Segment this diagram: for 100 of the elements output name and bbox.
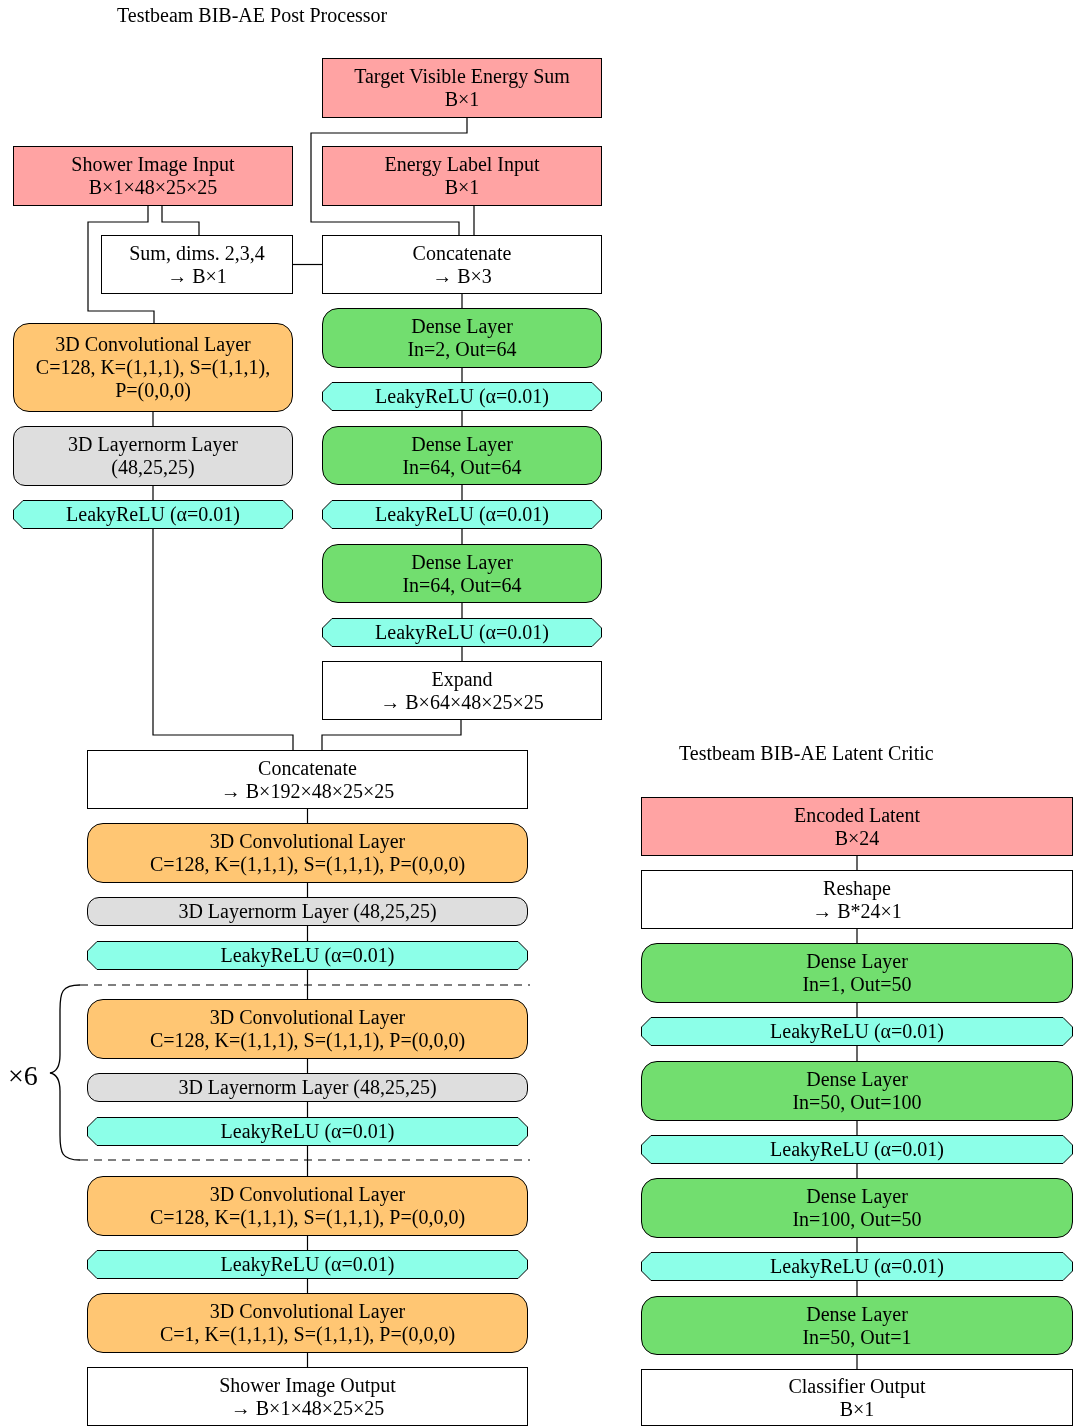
layer-label: → B×192×48×25×25 [219,779,396,803]
operation-box [641,870,1073,929]
input-box [322,146,602,206]
input-box [322,58,602,118]
layer-label: C=128, K=(1,1,1), S=(1,1,1), P=(0,0,0) [34,356,272,402]
connector-line [856,1120,858,1136]
connector-line [87,205,155,324]
layer-label: LeakyReLU (α=0.01) [374,503,550,526]
dense-layer-box [641,943,1073,1003]
connector-line [310,117,468,236]
layer-label: → B×1 [166,264,228,288]
convolution-layer-box [87,1176,528,1236]
connector-line [461,367,463,383]
layer-label: Expand [430,667,494,691]
convolution-layer-box [87,823,528,883]
layer-label: In=50, Out=1 [801,1325,913,1349]
layer-label: Energy Label Input [383,153,541,176]
dense-layer-box [641,1296,1073,1355]
layer-label: 3D Convolutional Layer [208,1006,407,1029]
connector-line [306,969,309,1000]
connector-line [306,1145,309,1177]
layer-label: LeakyReLU (α=0.01) [219,1253,396,1276]
section-label: Testbeam BIB-AE Latent Critic [679,741,934,766]
layer-label: LeakyReLU (α=0.01) [219,944,396,967]
layer-label: 3D Layernorm Layer (48,25,25) [177,900,438,923]
layer-label: B×24 [833,826,881,850]
layer-label: Dense Layer [410,432,514,456]
layer-label: In=50, Out=100 [791,1091,923,1114]
layer-label: 3D Layernorm Layer (48,25,25) [177,1076,438,1099]
connector-line [856,1045,858,1062]
layer-label: Dense Layer [410,550,514,574]
connector-line [461,602,463,619]
activation-layer-box [13,500,293,529]
connector-line [152,411,154,427]
activation-layer-box [87,1250,528,1279]
input-box [641,797,1073,856]
layer-label: 3D Convolutional Layer [208,1300,407,1323]
layer-label: C=128, K=(1,1,1), S=(1,1,1), P=(0,0,0) [148,853,467,876]
layer-label: LeakyReLU (α=0.01) [769,1255,945,1278]
layer-label: In=100, Out=50 [791,1208,923,1231]
layer-label: → B*24×1 [811,899,903,923]
operation-box [87,750,528,809]
layer-label: Sum, dims. 2,3,4 [128,241,266,265]
layer-label: LeakyReLU (α=0.01) [769,1020,945,1043]
layer-label: In=1, Out=50 [801,973,913,996]
layer-label: Encoded Latent [792,803,922,827]
layer-label: In=2, Out=64 [406,338,518,361]
repeat-count: ×6 [8,1059,38,1093]
connector-line [856,1002,858,1018]
layer-label: LeakyReLU (α=0.01) [219,1120,396,1143]
activation-layer-box [322,500,602,529]
layer-label: C=128, K=(1,1,1), S=(1,1,1), P=(0,0,0) [148,1029,467,1052]
layer-label: Classifier Output [787,1374,927,1398]
activation-layer-box [641,1252,1073,1281]
layer-label: → B×1×48×25×25 [229,1396,385,1420]
layernorm-layer-box [13,426,293,486]
connector-line [856,1237,858,1253]
layer-label: Shower Image Input [70,153,236,176]
layer-label: Dense Layer [805,1068,909,1091]
layer-label: 3D Convolutional Layer [208,1183,407,1206]
operation-box [322,235,602,294]
layer-label: LeakyReLU (α=0.01) [769,1138,945,1161]
activation-layer-box [641,1135,1073,1164]
connector-line [856,1280,858,1297]
section-label: Testbeam BIB-AE Post Processor [117,3,388,28]
dense-layer-box [322,544,602,603]
connector-line [856,855,858,871]
connector-line [152,528,294,751]
input-box [13,146,293,206]
activation-layer-box [322,382,602,411]
operation-box [87,1367,528,1426]
layer-label: → B×64×48×25×25 [379,690,545,714]
layer-label: Shower Image Output [218,1373,397,1397]
dense-layer-box [322,308,602,368]
layer-label: In=64, Out=64 [401,455,523,479]
layer-label: 3D Convolutional Layer [208,830,407,853]
layer-label: Reshape [822,876,892,900]
activation-layer-box [322,618,602,647]
layer-label: LeakyReLU (α=0.01) [374,621,550,644]
operation-box [641,1369,1073,1426]
layer-label: In=64, Out=64 [401,573,523,597]
layer-label: LeakyReLU (α=0.01) [65,503,241,526]
layer-label: LeakyReLU (α=0.01) [374,385,550,408]
connector-line [461,293,463,309]
dense-layer-box [322,426,602,485]
dense-layer-box [641,1061,1073,1121]
connector-line [856,928,858,944]
connector-line [152,485,154,501]
activation-layer-box [87,941,528,970]
operation-box [101,235,293,294]
connector-line [461,410,463,427]
layer-label: Dense Layer [805,1185,909,1208]
layernorm-layer-box [87,1073,528,1102]
activation-layer-box [87,1117,528,1146]
convolution-layer-box [87,999,528,1059]
connector-line [461,528,463,545]
layer-label: C=128, K=(1,1,1), S=(1,1,1), P=(0,0,0) [148,1206,467,1229]
operation-box [322,661,602,720]
connector-line [856,1163,858,1179]
activation-layer-box [641,1017,1073,1046]
